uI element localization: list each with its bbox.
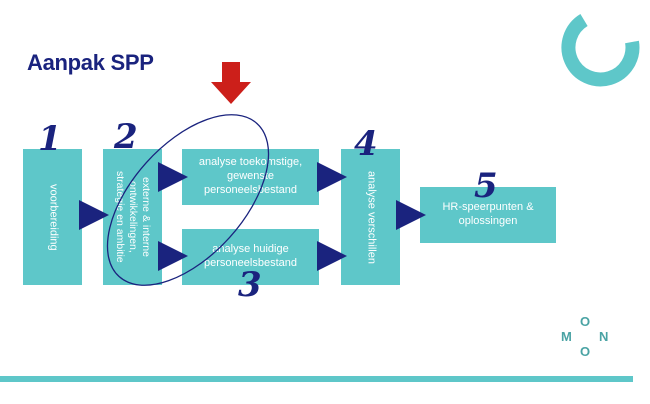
step-number-3: 3 (238, 265, 262, 305)
highlight-ellipse (106, 114, 270, 286)
page-title: Aanpak SPP (27, 50, 154, 75)
step-number-5: 5 (474, 166, 498, 206)
box-verschillen: analyse verschillen (341, 149, 400, 285)
box-ontwikkelingen-label: externe & interne ontwikkelingen, strate… (113, 171, 153, 263)
step-number-2: 2 (114, 117, 138, 157)
box-huidig: analyse huidige personeelsbestand (182, 229, 319, 285)
step-number-4: 4 (354, 124, 378, 164)
box-hr-speerpunten-label: HR-speerpunten & oplossingen (442, 201, 534, 227)
logo-letter-o-bottom: O (580, 344, 591, 359)
box-toekomstig-label: analyse toekomstige, gewenste personeels… (198, 156, 303, 196)
bottom-divider (0, 376, 633, 382)
box-ontwikkelingen: externe & interne ontwikkelingen, strate… (103, 149, 162, 285)
logo-letter-n: N (599, 329, 609, 344)
box-hr-speerpunten: HR-speerpunten & oplossingen (420, 187, 556, 243)
logo-letter-o-top: O (580, 314, 591, 329)
box-toekomstig: analyse toekomstige, gewenste personeels… (182, 149, 319, 205)
box-huidig-label: analyse huidige personeelsbestand (204, 243, 297, 269)
step-number-1: 1 (38, 119, 62, 159)
box-verschillen-label: analyse verschillen (365, 170, 378, 264)
logo-letter-m: M (561, 329, 572, 344)
box-voorbereiding-label: voorbereiding (47, 183, 60, 251)
box-voorbereiding: voorbereiding (23, 149, 82, 285)
teal-arc-shape (561, 14, 640, 87)
red-down-arrow-icon (211, 62, 251, 104)
